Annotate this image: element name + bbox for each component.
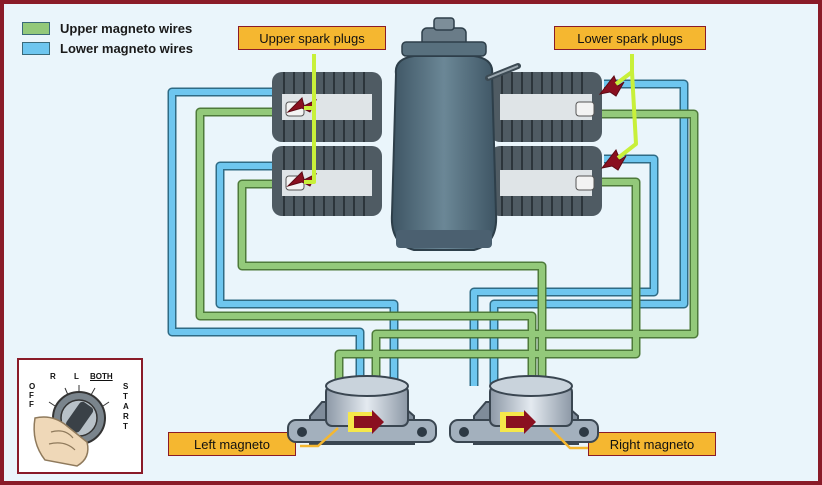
legend-upper: Upper magneto wires: [22, 18, 193, 38]
legend-lower-label: Lower magneto wires: [60, 40, 193, 56]
upper-magneto-wires: [195, 107, 699, 386]
lower-spark-plugs-callout: Lower spark plugs: [554, 26, 706, 50]
cylinder-2: [272, 72, 382, 142]
right-magneto-body: [449, 375, 599, 445]
switch-label-r: R: [50, 372, 56, 381]
legend-upper-label: Upper magneto wires: [60, 20, 193, 36]
legend-lower: Lower magneto wires: [22, 38, 193, 58]
switch-label-off: OFF: [29, 382, 36, 409]
upper-spark-plugs-callout: Upper spark plugs: [238, 26, 386, 50]
legend-lower-swatch: [22, 41, 50, 55]
switch-label-l: L: [74, 372, 79, 381]
ignition-switch: [33, 385, 110, 467]
engine: [272, 17, 627, 251]
spark-plug-leads: [304, 54, 638, 184]
switch-label-start: START: [123, 382, 129, 431]
legend-upper-swatch: [22, 21, 50, 35]
switch-label-both: BOTH: [90, 372, 113, 381]
right-magneto-callout: Right magneto: [588, 432, 716, 456]
legend: Upper magneto wires Lower magneto wires: [22, 18, 193, 58]
magneto-leads: [300, 427, 588, 450]
diagram-canvas: [33, 17, 699, 467]
left-magneto-callout: Left magneto: [168, 432, 296, 456]
left-magneto-body: [287, 375, 437, 445]
crankcase: [390, 55, 498, 251]
